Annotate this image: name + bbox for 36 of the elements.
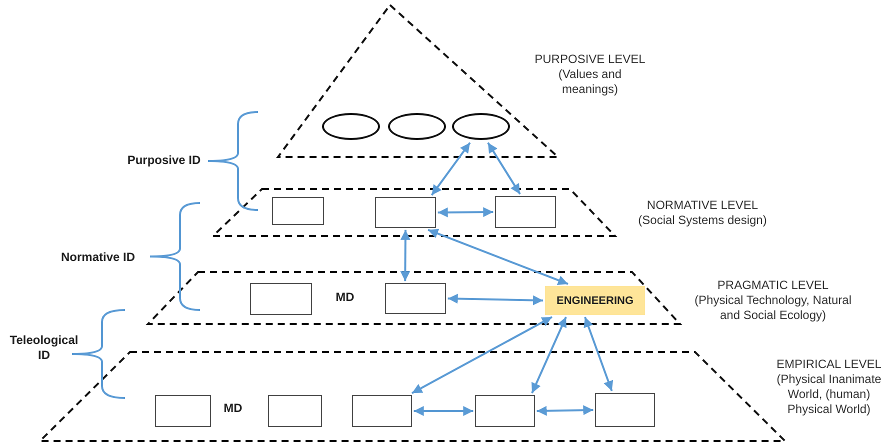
level-description: (Physical Inanimate World, (human) Physical World)	[776, 372, 882, 417]
level-title: PURPOSIVE LEVEL	[534, 52, 646, 67]
double-arrow	[448, 294, 544, 306]
double-arrow	[412, 316, 552, 394]
empty-box	[268, 395, 322, 427]
level-description: (Values and meanings)	[557, 67, 623, 97]
highlighted-box: ENGINEERING	[545, 286, 645, 315]
id-label: Teleological ID	[8, 333, 80, 363]
empty-box	[272, 197, 324, 225]
double-arrow	[400, 230, 410, 282]
double-arrow	[430, 142, 471, 196]
empty-box	[155, 395, 211, 427]
empty-box	[475, 395, 535, 427]
double-arrow	[438, 207, 494, 218]
double-arrow	[487, 142, 521, 195]
double-arrow	[428, 228, 568, 286]
double-arrow	[531, 316, 567, 394]
double-arrow	[536, 405, 594, 416]
level-title: NORMATIVE LEVEL	[646, 198, 758, 213]
empty-ellipse	[452, 113, 510, 140]
double-arrow	[584, 316, 614, 392]
double-arrow	[414, 406, 474, 416]
empty-box	[385, 283, 446, 314]
level-description: (Physical Technology, Natural and Social Ecology)	[694, 293, 852, 323]
empty-box	[595, 393, 655, 427]
level-description: (Social Systems design)	[638, 213, 767, 228]
empty-box	[375, 197, 436, 228]
id-label: Purposive ID	[126, 153, 202, 168]
level-title: EMPIRICAL LEVEL	[776, 357, 882, 372]
empty-box	[250, 283, 312, 315]
id-label: Normative ID	[60, 250, 136, 265]
marker-label: MD	[334, 290, 356, 305]
empty-box	[352, 395, 412, 427]
marker-label: MD	[222, 401, 244, 416]
level-title: PRAGMATIC LEVEL	[717, 278, 829, 293]
empty-box	[495, 196, 556, 228]
